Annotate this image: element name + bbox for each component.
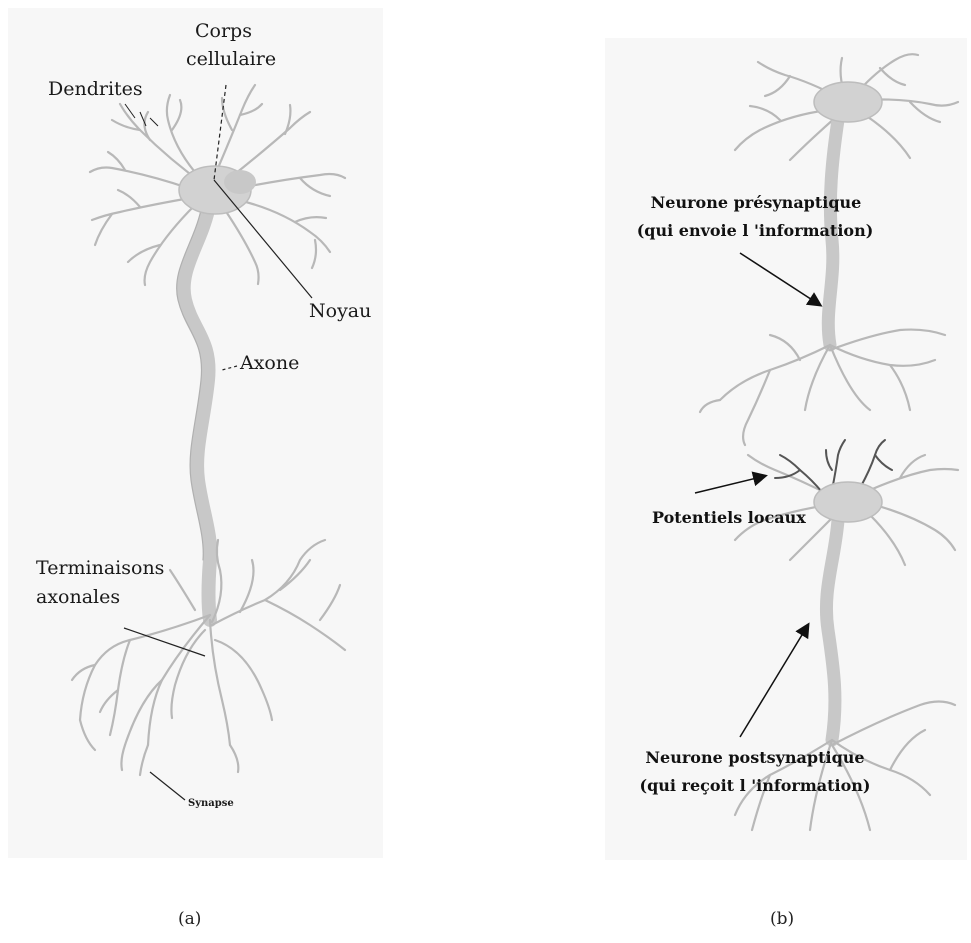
panel-b-arrows [695,253,820,737]
neuron-b-upper-terminals [700,330,945,445]
neuron-b-lower [735,440,958,830]
arrow-presynaptique [740,253,820,305]
label-noyau: Noyau [309,300,371,322]
label-terminaisons-line2: axonales [36,586,120,608]
label-potentiels-locaux: Potentiels locaux [652,507,806,529]
label-terminaisons-line1: Terminaisons [36,557,164,579]
label-postsynaptique-line2: (qui reçoit l 'information) [612,775,898,797]
neuron-a-axon [184,210,211,620]
caption-a: (a) [178,909,201,929]
label-presynaptique-line1: Neurone présynaptique [626,192,886,214]
label-postsynaptique-line1: Neurone postsynaptique [620,747,890,769]
label-dendrites: Dendrites [48,78,143,100]
caption-b: (b) [770,909,794,929]
label-synapse: Synapse [188,797,234,811]
label-axone: Axone [240,352,299,374]
neuron-b-upper-soma [814,82,882,122]
neuron-b-lower-axon [826,520,838,740]
neuron-a [72,85,345,775]
arrow-postsynaptique [740,625,808,737]
arrow-potentiels [695,476,765,493]
label-corps-line1: Corps [195,20,252,42]
neuron-b-lower-soma [814,482,882,522]
label-presynaptique-line2: (qui envoie l 'information) [610,220,900,242]
neuron-b-upper [700,54,958,445]
label-corps-line2: cellulaire [186,48,276,70]
